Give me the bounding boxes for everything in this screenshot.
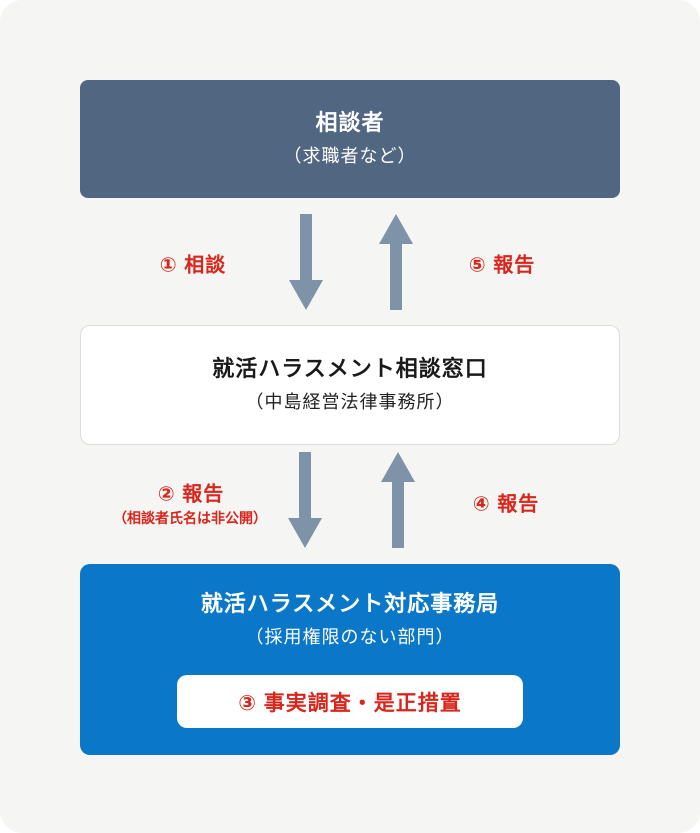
response-office-box: 就活ハラスメント対応事務局 （採用権限のない部門） ③ 事実調査・是正措置 <box>80 564 620 755</box>
up-arrow-icon <box>381 452 415 548</box>
consulter-box-subtitle: （求職者など） <box>283 145 417 166</box>
down-arrow-icon <box>289 214 323 310</box>
consultation-desk-subtitle: （中島経営法律事務所） <box>245 391 455 412</box>
step5-report-label: ⑤ 報告 <box>468 254 536 277</box>
action-badge: ③ 事実調査・是正措置 <box>177 675 523 728</box>
response-office-subtitle: （採用権限のない部門） <box>245 626 455 647</box>
step2-report-label: ② 報告 <box>157 483 225 506</box>
consultation-desk-title: 就活ハラスメント相談窓口 <box>212 356 488 382</box>
consulter-box-title: 相談者 <box>315 110 385 136</box>
up-arrow-icon <box>379 214 413 310</box>
down-arrow-icon <box>288 452 322 548</box>
step3-action-label: ③ 事実調査・是正措置 <box>238 691 462 715</box>
consulter-box: 相談者 （求職者など） <box>80 80 620 198</box>
response-office-title: 就活ハラスメント対応事務局 <box>200 591 500 616</box>
step4-report-label: ④ 報告 <box>472 493 540 516</box>
consultation-desk-box: 就活ハラスメント相談窓口 （中島経営法律事務所） <box>80 325 620 445</box>
step1-consult-label: ① 相談 <box>159 254 227 277</box>
step2-anonymity-note: （相談者氏名は非公開） <box>113 510 267 526</box>
